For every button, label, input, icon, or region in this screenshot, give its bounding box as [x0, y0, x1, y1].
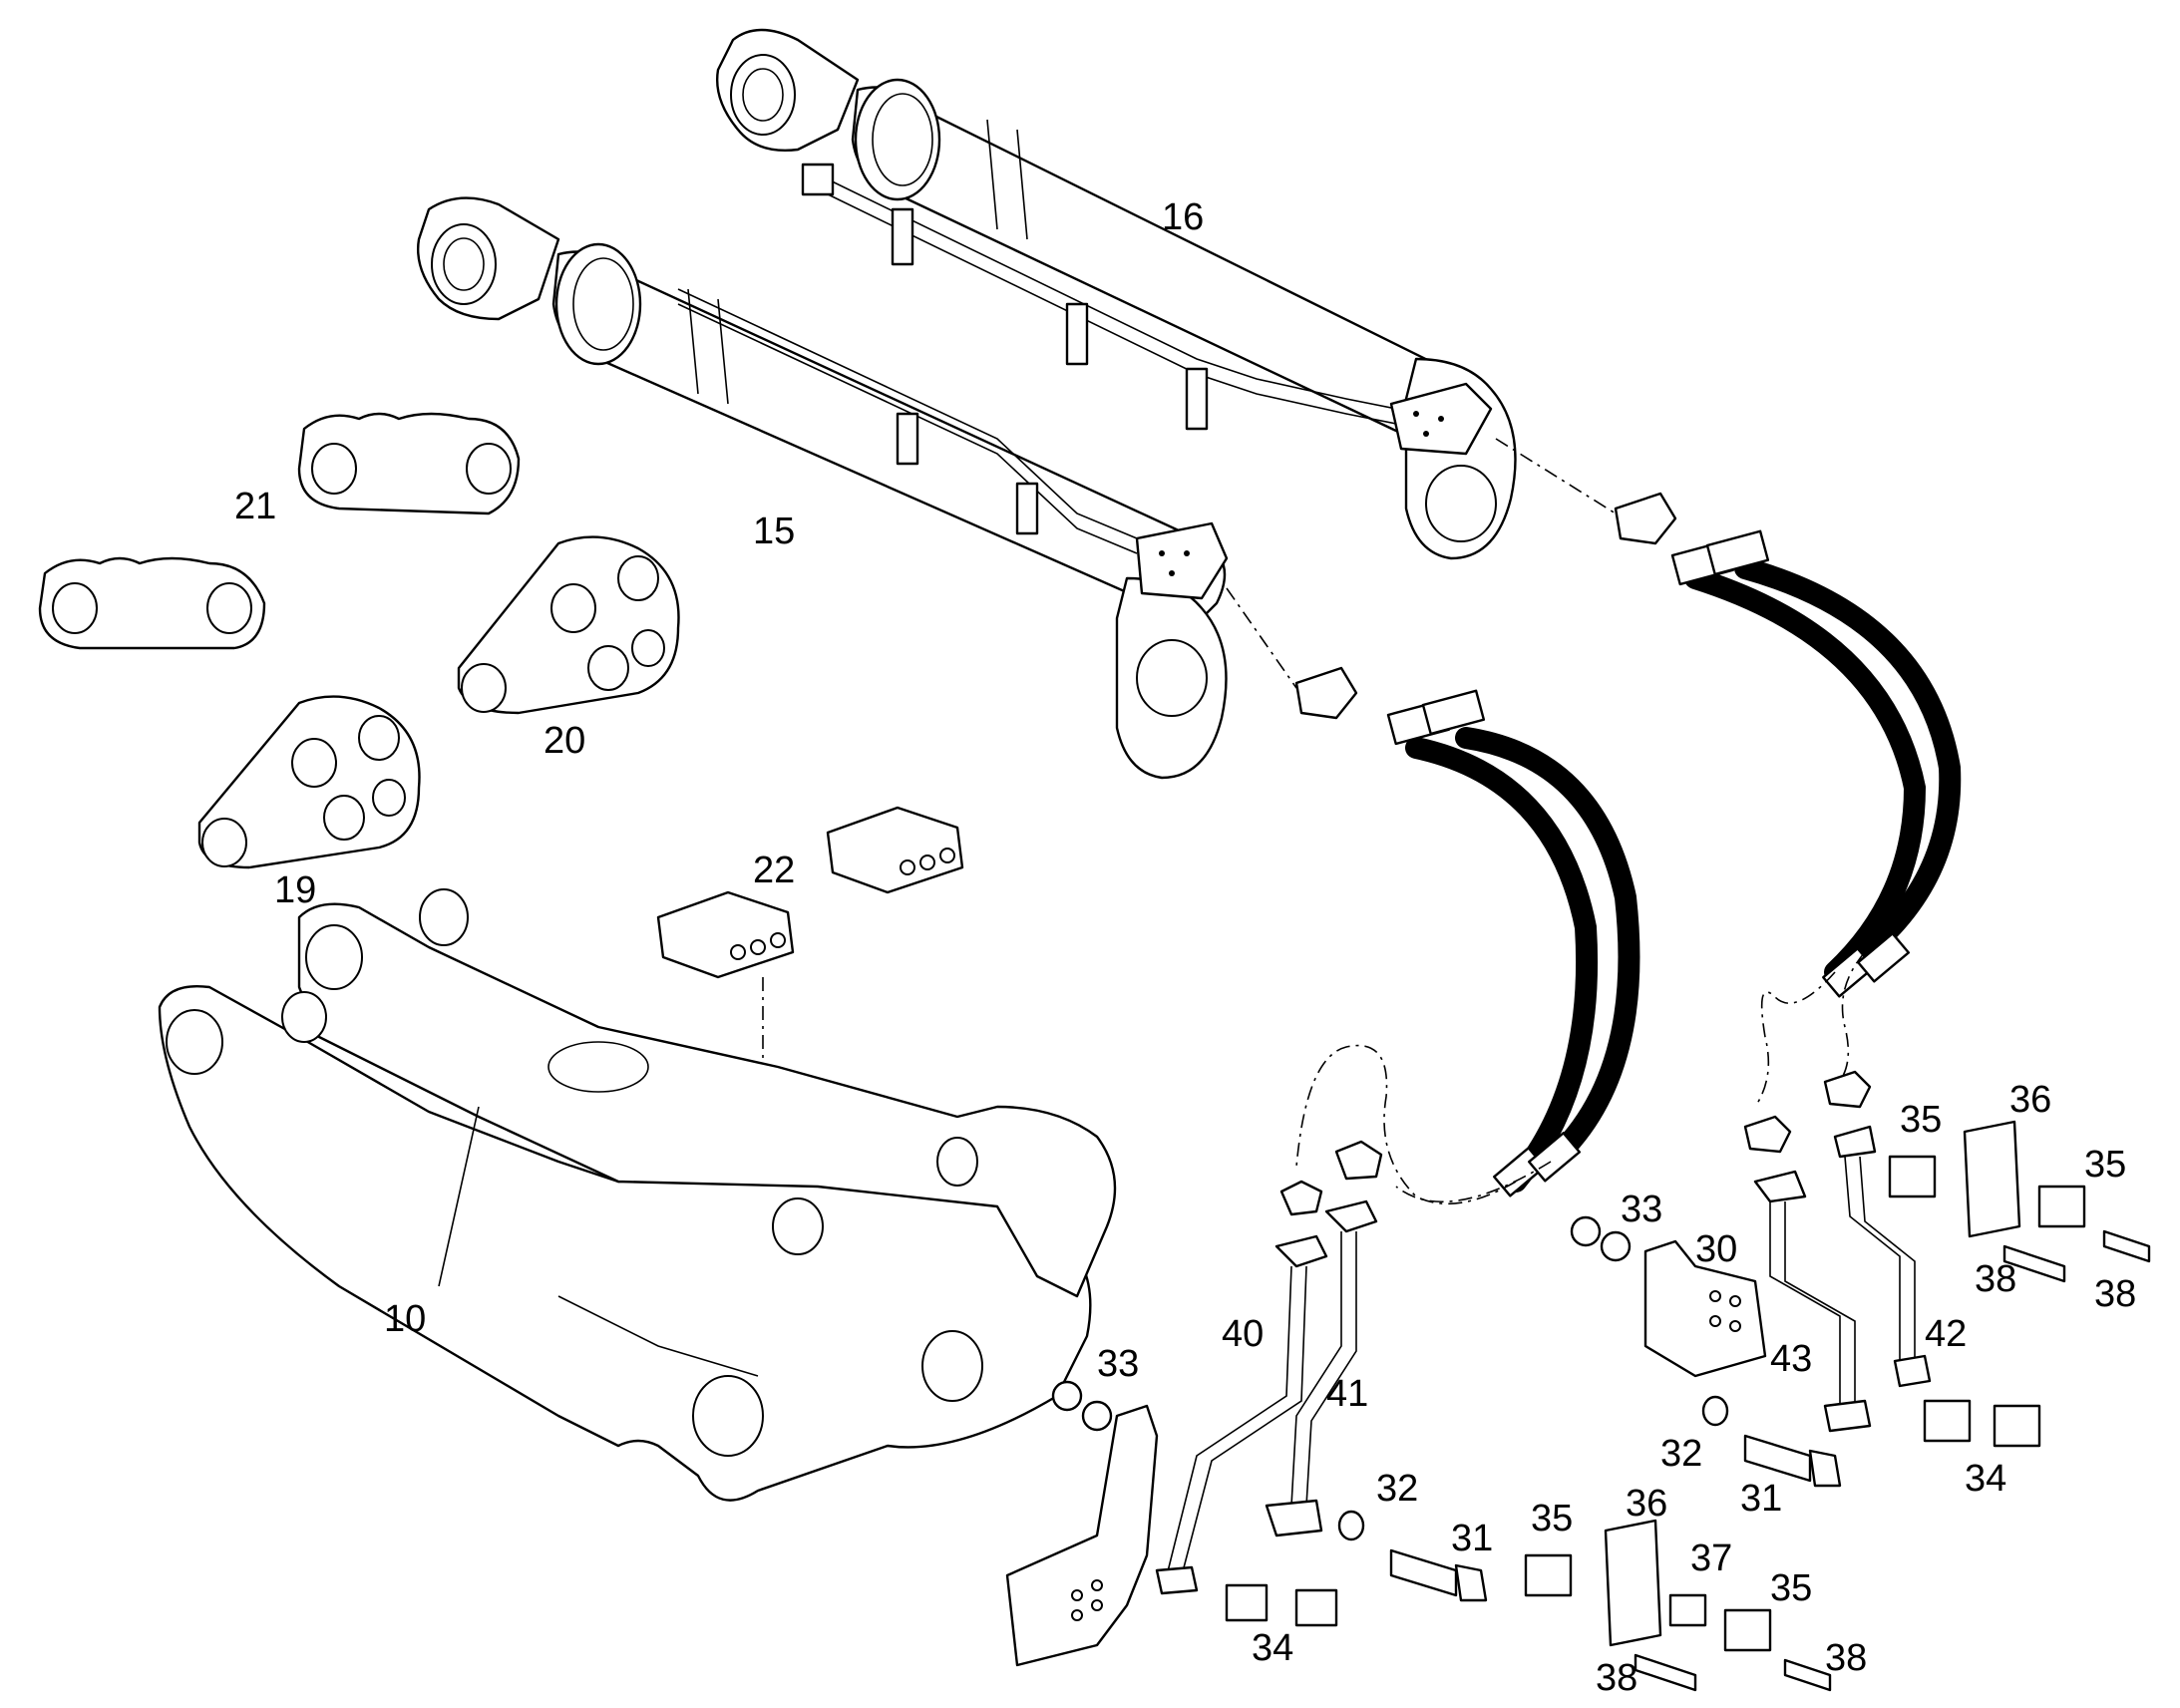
rocker-bracket-19 [197, 695, 421, 869]
callout-22: 22 [753, 850, 795, 891]
hydraulic-hose-pair-left [1386, 689, 1640, 1197]
callout-21: 21 [234, 486, 276, 527]
callout-35-upper-right: 35 [2084, 1144, 2126, 1186]
callout-36-upper: 36 [2009, 1079, 2051, 1121]
callout-37: 37 [1690, 1537, 1732, 1579]
pipe-43 [1753, 1170, 1872, 1433]
flange-cylinder-16 [1614, 492, 1677, 545]
clamp-bracket-set-lower [1524, 1519, 1832, 1692]
nuts-33-lower [1051, 1380, 1113, 1432]
hydraulic-cylinder-16 [716, 28, 1517, 560]
bolt-31-right [1743, 1434, 1842, 1488]
callout-10: 10 [384, 1298, 426, 1340]
washer-32-right [1701, 1395, 1729, 1427]
pipe-42 [1833, 1125, 1932, 1388]
callout-34-lower: 34 [1252, 1627, 1293, 1669]
callout-labels: 10 15 16 19 20 21 22 30 31 31 32 32 33 3… [234, 196, 2136, 1699]
flange-set-left [1279, 1140, 1383, 1216]
nuts-33-right [1570, 1215, 1632, 1262]
callout-35-upper-left: 35 [1900, 1099, 1942, 1141]
callout-38-upper-right: 38 [2094, 1273, 2136, 1315]
callout-40: 40 [1222, 1313, 1264, 1355]
callout-31-lower: 31 [1451, 1518, 1493, 1559]
callout-32-lower: 32 [1376, 1468, 1418, 1510]
pipe-40 [1155, 1234, 1328, 1595]
flange-cylinder-15 [1294, 666, 1358, 720]
washer-32-lower [1337, 1510, 1365, 1541]
rocker-bracket-20 [457, 535, 680, 715]
link-plate-21-upper [297, 412, 521, 515]
callout-34-right: 34 [1965, 1458, 2006, 1500]
hydraulic-cylinder-15 [417, 196, 1229, 780]
hydraulic-hose-pair-right [1670, 529, 1962, 998]
callout-15: 15 [753, 511, 795, 552]
link-plate-21-lower [38, 556, 266, 650]
callout-20: 20 [544, 720, 585, 762]
callout-35-lower-right: 35 [1770, 1567, 1812, 1609]
boom-10 [158, 888, 1117, 1502]
callout-16: 16 [1162, 196, 1204, 238]
callout-35-lower-left: 35 [1531, 1498, 1573, 1539]
pipe-41 [1265, 1199, 1378, 1537]
callout-33-lower: 33 [1097, 1343, 1139, 1385]
flange-set-right [1743, 1070, 1872, 1154]
bolt-31-lower [1389, 1548, 1488, 1602]
clamps-34-lower [1225, 1583, 1338, 1627]
callout-38-lower-right: 38 [1825, 1637, 1867, 1679]
clamp-bracket-set-right [1888, 1120, 2151, 1283]
callout-42: 42 [1925, 1313, 1967, 1355]
callout-33-right: 33 [1621, 1189, 1662, 1230]
callout-19: 19 [274, 869, 316, 911]
callout-30: 30 [1695, 1228, 1737, 1270]
valve-block-22-lower [656, 890, 795, 979]
callout-38-upper-left: 38 [1975, 1258, 2016, 1300]
callout-43: 43 [1770, 1338, 1812, 1380]
callout-41: 41 [1326, 1373, 1368, 1415]
bracket-plate-30 [1643, 1239, 1767, 1378]
bracket-plate-lower-left [1005, 1404, 1159, 1667]
callout-32-right: 32 [1660, 1433, 1702, 1475]
valve-block-22-upper [826, 806, 964, 894]
clamps-34-right [1923, 1399, 2041, 1448]
callout-31-right: 31 [1740, 1478, 1782, 1520]
callout-38-lower-left: 38 [1596, 1657, 1637, 1699]
callout-36-lower: 36 [1626, 1483, 1667, 1525]
